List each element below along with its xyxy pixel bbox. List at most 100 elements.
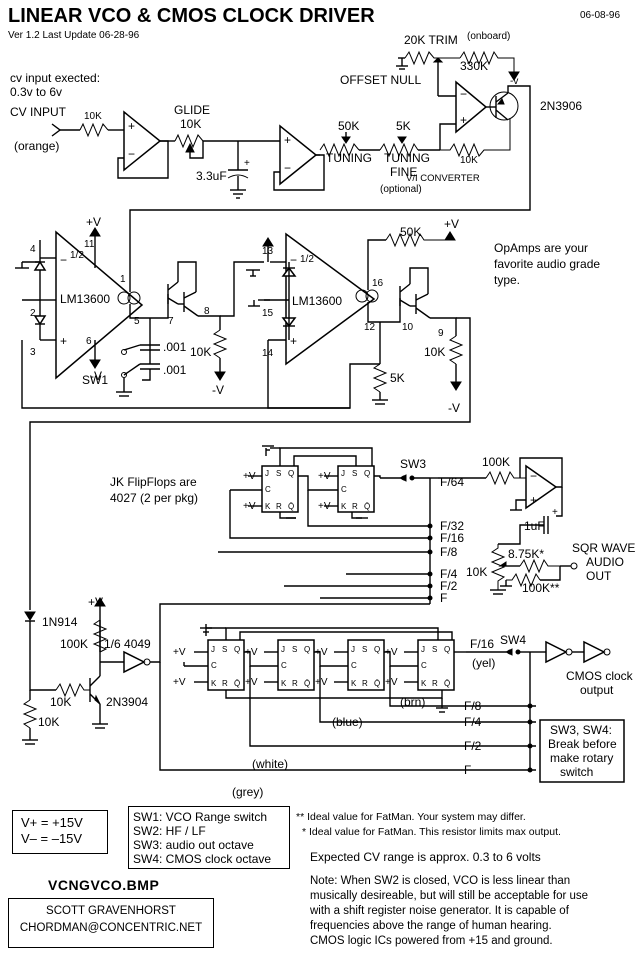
- break-3: make rotary: [550, 751, 613, 765]
- svg-text:K: K: [265, 502, 271, 511]
- svg-text:Q̄: Q̄: [234, 679, 240, 688]
- audio-cap: 1uF: [524, 519, 545, 533]
- svg-text:C: C: [211, 661, 217, 670]
- switch-legend-3: SW3: audio out octave: [133, 838, 254, 852]
- audio-level-network: [490, 536, 578, 595]
- ota-a: − +: [55, 230, 144, 380]
- supply-minus: V– = –15V: [21, 831, 83, 846]
- white-wire: (white): [252, 757, 288, 771]
- pin-3: 3: [30, 347, 36, 358]
- ota-b-wiring: [29, 231, 471, 610]
- pin-5: 5: [134, 316, 140, 327]
- trim-neg-supply: -v: [510, 76, 518, 87]
- footnote-single-star: * Ideal value for FatMan. This resistor …: [302, 826, 561, 838]
- author-box: SCOTT GRAVENHORST CHORDMAN@CONCENTRIC.NE…: [8, 898, 214, 948]
- ff-lower-4-vplus-j: +V: [385, 647, 398, 658]
- input-resistor-label: 10K: [84, 111, 102, 122]
- opamp-note-1: OpAmps are your: [494, 241, 588, 255]
- clock-tap-f8: F/8: [464, 699, 482, 713]
- tuning-label: TUNING: [326, 151, 372, 165]
- footnotes: ** Ideal value for FatMan. Your system m…: [296, 810, 561, 840]
- svg-text:Q: Q: [304, 645, 310, 654]
- audio-tap-switch: [218, 523, 433, 601]
- timing-cap-1: .001: [163, 340, 187, 354]
- switch-legend-2: SW2: HF / LF: [133, 824, 206, 838]
- glide-pot-value: 10K: [180, 117, 201, 131]
- opamp-note-2: favorite audio grade: [494, 257, 600, 271]
- pin-4: 4: [30, 244, 36, 255]
- base-resistor: 10K: [50, 695, 71, 709]
- npn-label: 2N3904: [106, 695, 148, 709]
- opamp-note-3: type.: [494, 273, 520, 287]
- glide-label: GLIDE: [174, 103, 210, 117]
- break-2: Break before: [548, 737, 617, 751]
- svg-text:C: C: [351, 661, 357, 670]
- ota-b: − +: [285, 232, 379, 366]
- ff-lower-2-vplus-k: +V: [245, 677, 258, 688]
- clock-shaper: [22, 597, 536, 771]
- ff-lower-3-vplus-j: +V: [315, 647, 328, 658]
- pullup-resistor: 100K: [60, 637, 88, 651]
- pnp-transistor: [129, 85, 531, 278]
- pin-10: 10: [402, 322, 414, 333]
- svg-text:Q: Q: [234, 645, 240, 654]
- sqr-wave-3: OUT: [586, 569, 612, 583]
- pulldown-resistor: 10K: [38, 715, 59, 729]
- pin-7: 7: [168, 316, 174, 327]
- svg-text:Q̄: Q̄: [288, 502, 294, 511]
- sqr-wave-1: SQR WAVE: [572, 541, 635, 555]
- fine-pot-value: 5K: [396, 119, 411, 133]
- audio-resistor: 100K: [482, 455, 510, 469]
- svg-text:Q̄: Q̄: [374, 679, 380, 688]
- svg-text:R: R: [352, 502, 358, 511]
- clock-tap-f2: F/2: [464, 739, 482, 753]
- pin-14: 14: [262, 348, 274, 359]
- r8-value: 10K: [190, 345, 211, 359]
- svg-text:+: +: [244, 158, 250, 169]
- pin-11: 11: [84, 239, 95, 250]
- glide-cap-value: 3.3uF: [196, 169, 227, 183]
- vi-feedback-resistor: 10K: [460, 155, 478, 166]
- sw1-label: SW1: [82, 373, 108, 387]
- footnote-double-star: ** Ideal value for FatMan. Your system m…: [296, 811, 526, 823]
- r9-value: 10K: [424, 345, 445, 359]
- supply-legend: V+ = +15V V– = –15V: [12, 810, 108, 854]
- filename: VCNGVCO.BMP: [48, 877, 160, 893]
- svg-text:S: S: [222, 645, 227, 654]
- svg-text:−: −: [128, 147, 135, 161]
- trim-resistor: 330K: [460, 59, 488, 73]
- fine-optional: (optional): [380, 184, 422, 195]
- svg-text:+: +: [128, 119, 135, 133]
- svg-text:+: +: [530, 493, 537, 507]
- trim-label: 20K TRIM: [404, 33, 458, 47]
- break-4: switch: [560, 765, 593, 779]
- svg-text:C: C: [281, 661, 287, 670]
- clock-tap-f4: F/4: [464, 715, 482, 729]
- ota-a-label: LM13600: [60, 292, 110, 306]
- vi-converter-opamp: − +: [438, 80, 496, 150]
- svg-text:+: +: [290, 334, 297, 348]
- ff-lower-2-vplus-j: +V: [245, 647, 258, 658]
- svg-text:+: +: [552, 507, 558, 518]
- svg-text:S: S: [352, 469, 357, 478]
- pin-9: 9: [438, 328, 444, 339]
- audio-output-opamp: − + +: [438, 457, 563, 536]
- svg-text:J: J: [211, 645, 215, 654]
- svg-text:Q: Q: [374, 645, 380, 654]
- svg-text:Q: Q: [444, 645, 450, 654]
- svg-text:R: R: [292, 679, 298, 688]
- ota-b-label: LM13600: [292, 294, 342, 308]
- ff-lower-1-vplus-k: +V: [173, 677, 186, 688]
- diode-label: 1N914: [42, 615, 78, 629]
- svg-text:−: −: [290, 253, 297, 267]
- svg-text:J: J: [421, 645, 425, 654]
- pnp-label: 2N3906: [540, 99, 582, 113]
- timing-cap-2: .001: [163, 363, 187, 377]
- yel-wire: (yel): [472, 656, 495, 670]
- ota-a-vminus: -V: [90, 369, 102, 383]
- r9-supply: -V: [448, 401, 460, 415]
- ota-b-half: 1/2: [300, 254, 314, 265]
- svg-text:−: −: [460, 87, 467, 101]
